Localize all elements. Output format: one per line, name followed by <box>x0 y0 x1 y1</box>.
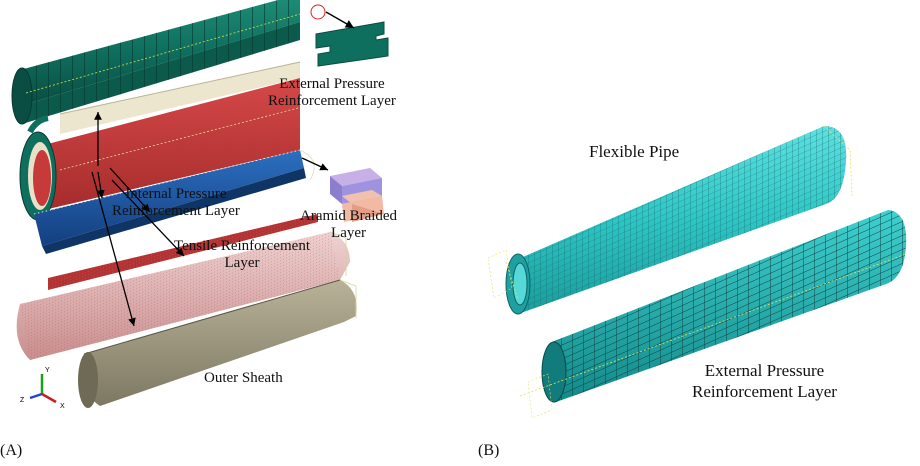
axis-z-label: Z <box>20 397 25 404</box>
pink-mesh-layer-a <box>16 231 351 360</box>
label-tensile-a: Tensile Reinforcement Layer <box>174 238 310 272</box>
label-line: Reinforcement Layer <box>112 203 240 219</box>
label-internal-pressure-a: Internal Pressure Reinforcement Layer <box>112 186 240 220</box>
liner-layer-a <box>59 61 301 134</box>
label-outer-sheath-a: Outer Sheath <box>204 370 283 386</box>
panel-tag-a: (A) <box>0 442 23 459</box>
flexible-pipe-b <box>505 125 853 315</box>
label-line: Reinforcement Layer <box>692 382 837 401</box>
label-line: Aramid Braided <box>300 208 398 224</box>
axis-x-label: X <box>60 403 65 410</box>
external-pressure-layer-a <box>11 0 301 125</box>
label-line: External Pressure <box>279 76 385 92</box>
axis-y-label: Y <box>45 367 50 374</box>
connector-arrows-a <box>91 112 329 327</box>
panel-tag-b: (B) <box>478 442 500 459</box>
label-flexible-pipe-b: Flexible Pipe <box>589 142 680 161</box>
label-line: Reinforcement Layer <box>268 93 396 109</box>
external-pressure-layer-b <box>519 210 907 403</box>
aramid-block-icon <box>330 168 384 222</box>
outer-sheath-a <box>78 279 357 408</box>
label-line: Tensile Reinforcement <box>174 238 310 254</box>
axis-triad-icon <box>29 374 57 404</box>
profile-section-icon <box>310 4 389 67</box>
label-line: External Pressure <box>704 361 825 380</box>
internal-pressure-layer-a <box>19 78 300 221</box>
label-aramid-a: Aramid Braided Layer <box>300 208 397 242</box>
label-external-pressure-b: External Pressure Reinforcement Layer <box>692 360 837 402</box>
label-external-pressure-a: External Pressure Reinforcement Layer <box>268 76 396 110</box>
label-line: Internal Pressure <box>125 186 227 202</box>
frame-lines-b <box>487 249 553 419</box>
label-line: Layer <box>331 225 367 241</box>
label-line: Layer <box>224 255 260 271</box>
